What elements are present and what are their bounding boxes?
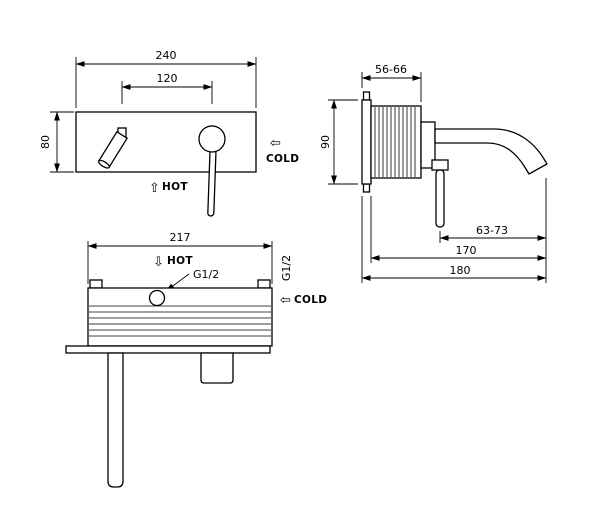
lever-side: [435, 169, 445, 228]
plan-view: 217 ⇩ HOT G1/2 G1/2 ⇦ COLD: [65, 231, 327, 488]
dim-label-body-width: 217: [170, 231, 191, 244]
thread-label-hot: G1/2: [193, 268, 219, 281]
hot-label-front: HOT: [162, 181, 188, 193]
dim-label-spout-to-handle: 120: [157, 72, 178, 85]
dim-label-body-depth: 56-66: [375, 63, 407, 76]
spout-outlet-front: [98, 159, 110, 169]
dim-label-spout-reach: 170: [456, 244, 477, 257]
hot-inlet-port: [148, 289, 166, 307]
valve-body-ribs: [374, 107, 416, 177]
dim-label-plate-width: 240: [156, 49, 177, 62]
front-view: 240 120 80 ⇧ HOT ⇦ COLD: [39, 49, 299, 217]
hot-up-arrow-icon: ⇧: [149, 181, 160, 196]
cold-label-plan: COLD: [294, 294, 327, 306]
dim-label-total-projection: 180: [450, 264, 471, 277]
hot-down-arrow-icon: ⇩: [153, 255, 164, 270]
spout-plan: [107, 352, 124, 488]
dim-label-plate-height: 80: [39, 135, 52, 149]
cold-left-arrow-icon: ⇦: [270, 136, 281, 151]
lever-nut-side: [431, 159, 449, 171]
trim-plate-edge: [65, 345, 271, 354]
fixing-tab-right: [257, 279, 271, 289]
handle-hub-front: [198, 125, 226, 153]
wall-flange-side: [361, 99, 372, 185]
handle-plan: [200, 352, 234, 384]
rough-in-box: [87, 287, 273, 347]
cold-label-front: COLD: [266, 153, 299, 165]
fixing-tab-left: [89, 279, 103, 289]
dim-label-height: 90: [319, 135, 332, 149]
spout-collar-side: [420, 121, 436, 169]
thread-label-cold: G1/2: [280, 255, 293, 281]
side-view: 56-66 90 63-73 170 180: [319, 63, 548, 283]
spout-side: [434, 128, 548, 175]
dim-label-handle-to-tip: 63-73: [476, 224, 508, 237]
mounting-tab-top: [362, 91, 371, 101]
valve-body-side: [370, 105, 422, 179]
mounting-tab-bottom: [362, 183, 371, 193]
cold-left-arrow-icon-plan: ⇦: [280, 293, 291, 308]
hot-label-plan: HOT: [167, 255, 193, 267]
rough-in-box-ribs: [89, 305, 271, 337]
